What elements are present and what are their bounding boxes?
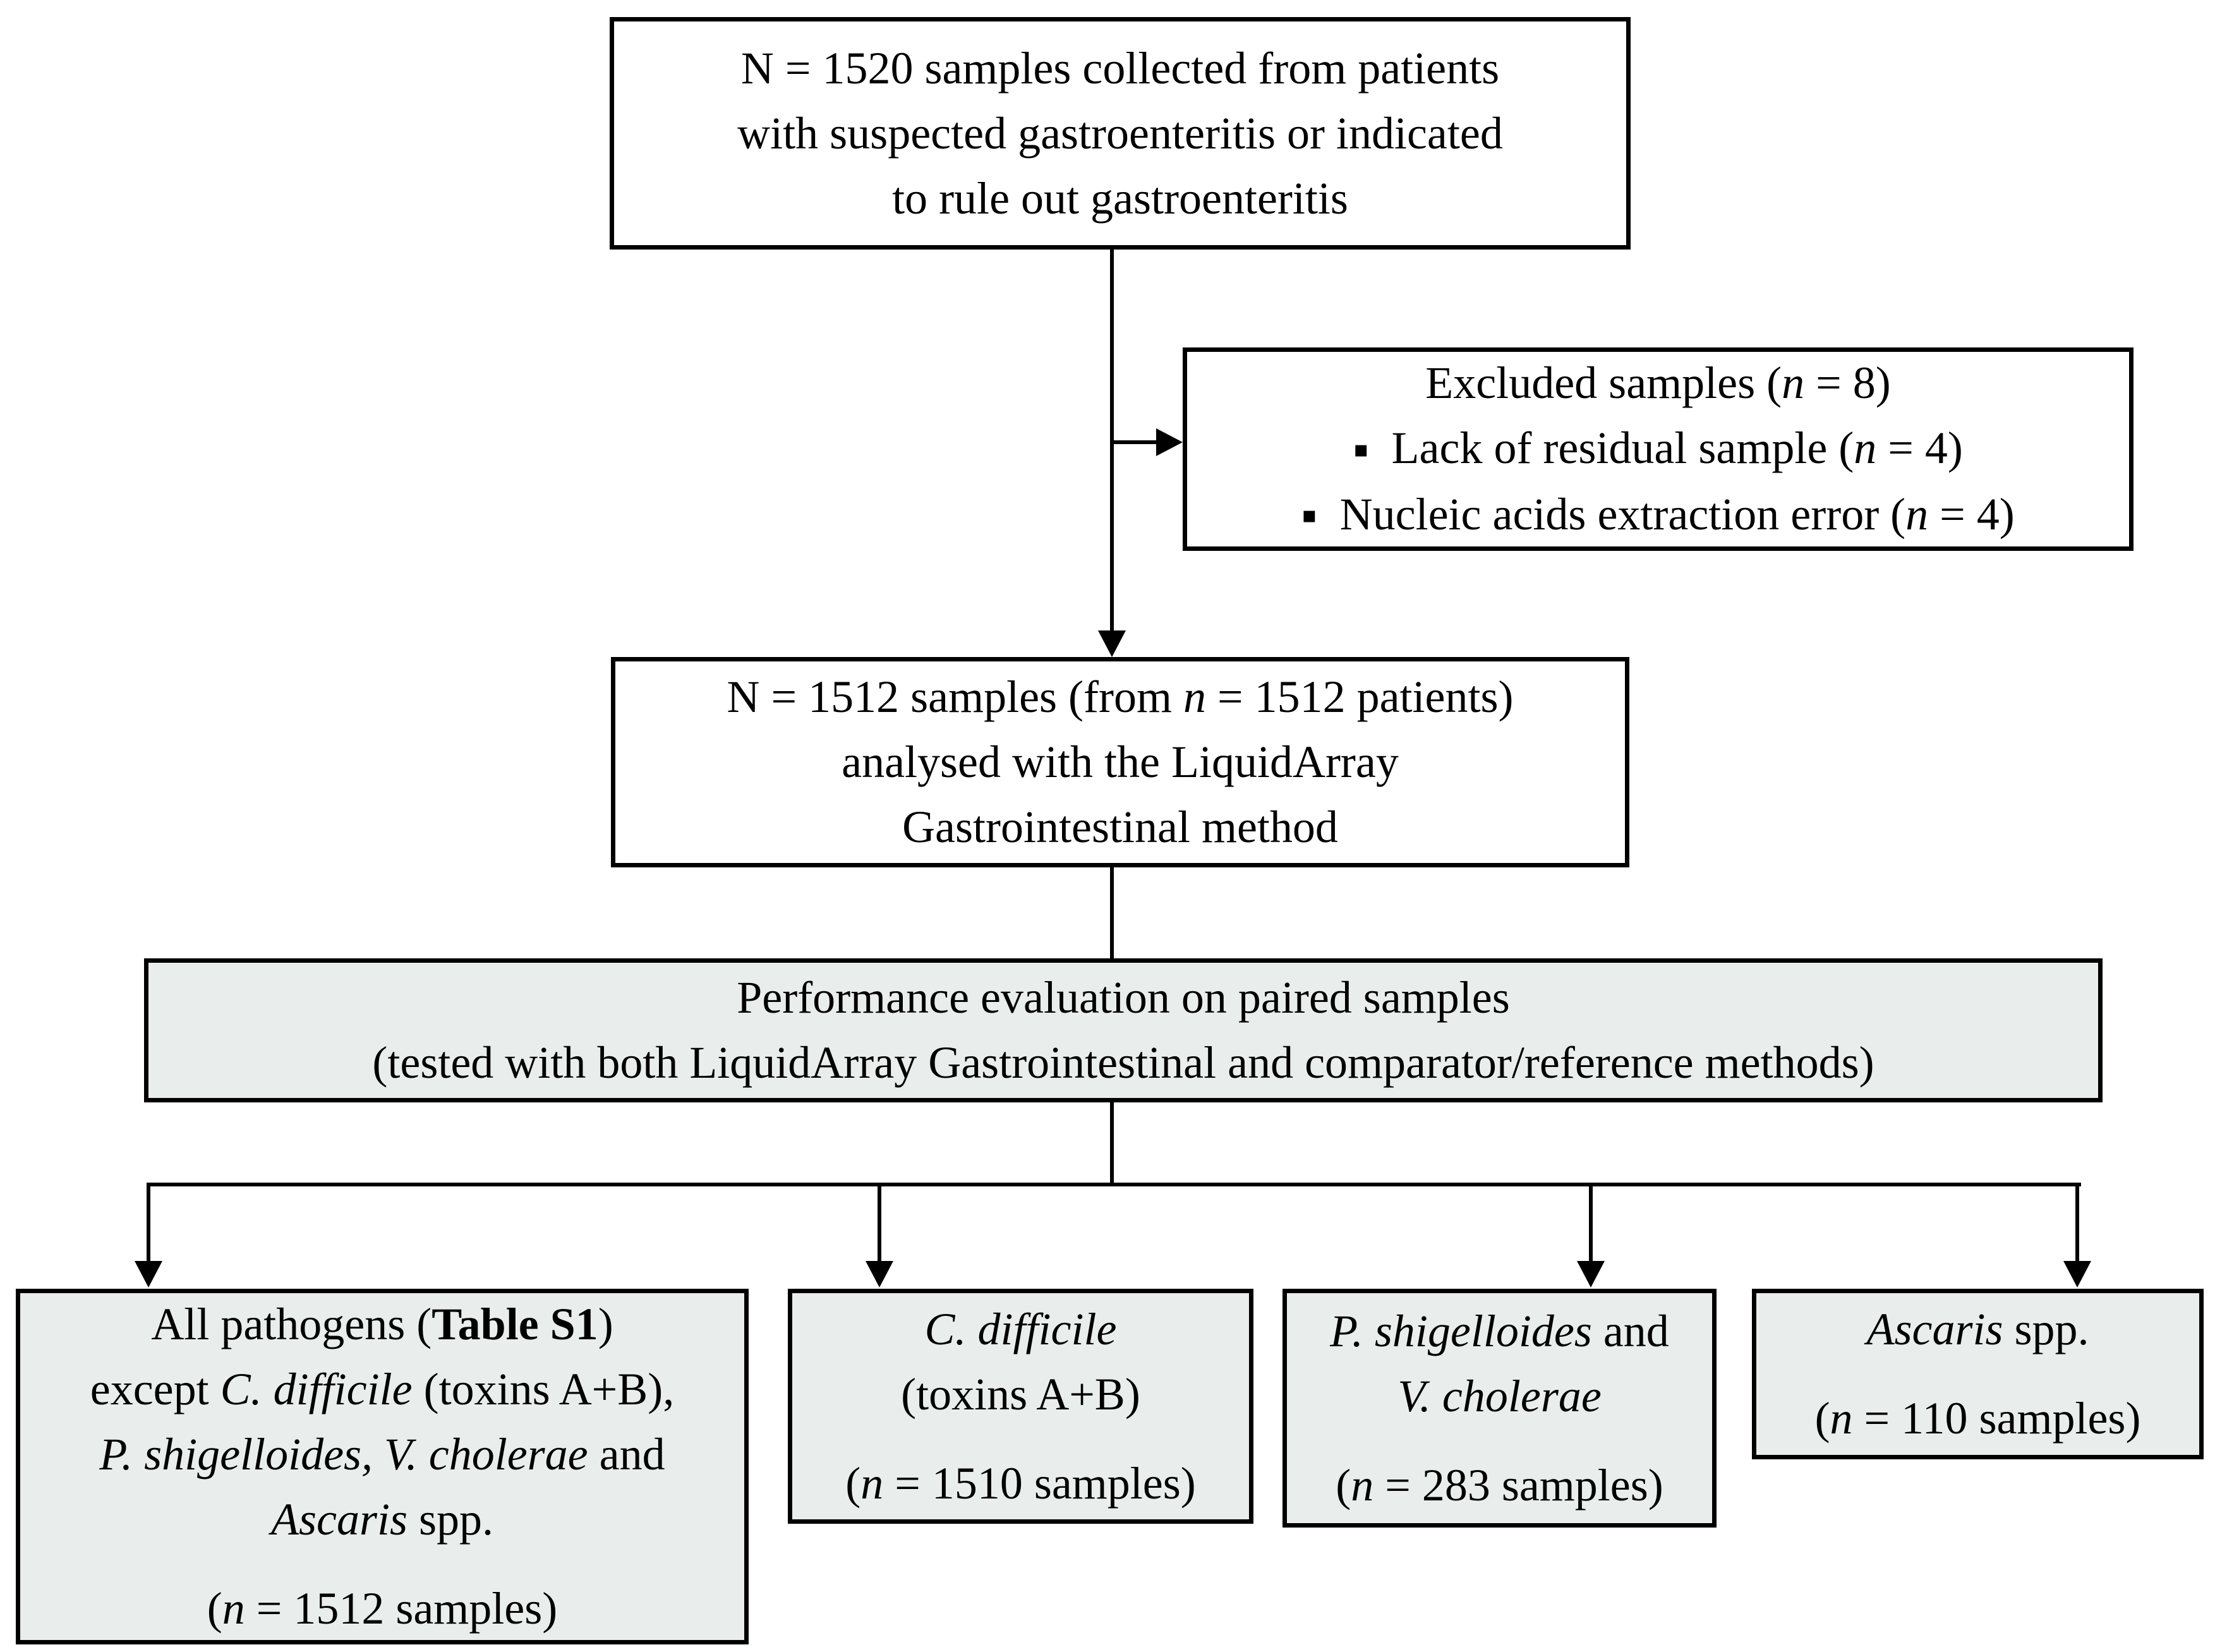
text-segment: P. shigelloides, V. cholerae bbox=[99, 1429, 588, 1480]
box-performance-evaluation: Performance evaluation on paired samples… bbox=[144, 958, 2103, 1102]
arrowhead-down-c-difficile bbox=[866, 1261, 893, 1287]
text-line: All pathogens (Table S1) bbox=[151, 1292, 613, 1357]
text-segment: N = 1520 samples collected from patients bbox=[740, 42, 1500, 93]
text-segment: (toxins A+B) bbox=[901, 1368, 1140, 1420]
text-segment: ( bbox=[1814, 1393, 1830, 1444]
text-segment: Performance evaluation on paired samples bbox=[737, 972, 1510, 1023]
text-segment: = 8) bbox=[1804, 357, 1891, 408]
square-bullet-icon: ▪ bbox=[1353, 436, 1369, 462]
text-segment: (toxins A+B), bbox=[412, 1364, 675, 1414]
arrowhead-down-all-pathogens bbox=[135, 1261, 162, 1287]
text-segment: spp. bbox=[407, 1494, 494, 1545]
text-line: (n = 110 samples) bbox=[1815, 1386, 2141, 1451]
text-line: except C. difficile (toxins A+B), bbox=[90, 1357, 674, 1422]
text-segment: n bbox=[1854, 422, 1877, 473]
connector-drop-p-shigelloides bbox=[1589, 1185, 1593, 1262]
text-line: N = 1512 samples (from n = 1512 patients… bbox=[727, 665, 1513, 730]
square-bullet-icon: ▪ bbox=[1301, 502, 1317, 529]
text-segment: with suspected gastroenteritis or indica… bbox=[737, 107, 1503, 159]
box-ascaris: Ascaris spp. (n = 110 samples) bbox=[1752, 1289, 2204, 1459]
box-c-difficile: C. difficile (toxins A+B) (n = 1510 sample… bbox=[788, 1289, 1253, 1524]
text-line: ▪ Nucleic acids extraction error (n = 4) bbox=[1301, 482, 2015, 548]
text-segment: (tested with both LiquidArray Gastrointe… bbox=[372, 1037, 1874, 1088]
text-segment: n bbox=[222, 1583, 245, 1634]
connector-drop-all-pathogens bbox=[147, 1185, 150, 1262]
text-line: P. shigelloides and bbox=[1330, 1299, 1669, 1364]
text-segment: n bbox=[1183, 672, 1206, 722]
text-segment: Gastrointestinal method bbox=[902, 802, 1338, 852]
text-segment: and bbox=[1591, 1305, 1669, 1356]
arrowhead-down-p-shigelloides bbox=[1577, 1261, 1605, 1287]
text-line: (tested with both LiquidArray Gastrointe… bbox=[372, 1030, 1874, 1095]
text-line: V. cholerae bbox=[1397, 1364, 1602, 1429]
box-p-shigelloides-v-cholerae: P. shigelloides and V. cholerae (n = 283 s… bbox=[1283, 1289, 1717, 1528]
text-segment: = 4) bbox=[1928, 488, 2015, 540]
connector-performance-to-distributor bbox=[1110, 1102, 1114, 1186]
text-segment: V. cholerae bbox=[1397, 1370, 1602, 1421]
text-line: (toxins A+B) bbox=[901, 1362, 1140, 1427]
text-segment: Excluded samples ( bbox=[1425, 357, 1782, 408]
text-segment: ) bbox=[598, 1299, 613, 1349]
text-segment: = 4) bbox=[1876, 422, 1963, 473]
text-line: (n = 1510 samples) bbox=[845, 1451, 1196, 1516]
text-segment: Ascaris bbox=[270, 1494, 407, 1545]
connector-analysed-to-performance bbox=[1110, 867, 1114, 960]
text-segment: ( bbox=[845, 1457, 861, 1509]
text-segment: = 1512 samples) bbox=[244, 1583, 558, 1634]
text-line: N = 1520 samples collected from patients bbox=[741, 36, 1499, 101]
text-segment: Ascaris bbox=[1866, 1304, 2003, 1354]
text-line: Performance evaluation on paired samples bbox=[737, 965, 1510, 1030]
text-segment: C. difficile bbox=[924, 1303, 1117, 1354]
text-segment: Table S1 bbox=[432, 1299, 598, 1349]
text-segment: = 1510 samples) bbox=[883, 1457, 1196, 1509]
text-segment: = 283 samples) bbox=[1373, 1459, 1663, 1510]
text-segment: except bbox=[90, 1364, 220, 1414]
text-segment: n bbox=[1905, 488, 1929, 540]
text-segment: n bbox=[1351, 1459, 1374, 1510]
text-line: P. shigelloides, V. cholerae and bbox=[99, 1422, 665, 1487]
text-segment: ( bbox=[1336, 1459, 1351, 1510]
box-collected-samples: N = 1520 samples collected from patients… bbox=[610, 17, 1631, 250]
connector-branch-to-excluded bbox=[1112, 440, 1157, 444]
arrowhead-down-analysed bbox=[1098, 630, 1126, 657]
text-segment: Lack of residual sample ( bbox=[1391, 422, 1854, 473]
connector-distributor-line bbox=[147, 1183, 2081, 1186]
text-segment: and bbox=[588, 1429, 665, 1480]
arrowhead-right-excluded bbox=[1156, 428, 1183, 456]
box-all-pathogens: All pathogens (Table S1)except C. diffic… bbox=[16, 1289, 749, 1644]
text-line: (n = 1512 samples) bbox=[207, 1576, 558, 1641]
text-line: analysed with the LiquidArray bbox=[842, 730, 1399, 795]
text-line: to rule out gastroenteritis bbox=[892, 166, 1348, 231]
arrowhead-down-ascaris bbox=[2063, 1261, 2091, 1287]
text-segment: n bbox=[860, 1457, 884, 1509]
text-segment: n bbox=[1782, 357, 1805, 408]
text-line: C. difficile bbox=[925, 1297, 1117, 1362]
text-segment: = 1512 patients) bbox=[1205, 672, 1514, 722]
text-segment: C. difficile bbox=[220, 1364, 413, 1414]
connector-drop-c-difficile bbox=[878, 1185, 881, 1262]
text-segment: spp. bbox=[2003, 1304, 2089, 1354]
text-segment: Nucleic acids extraction error ( bbox=[1339, 488, 1906, 540]
box-excluded-samples: Excluded samples (n = 8)▪Lack of residua… bbox=[1183, 347, 2134, 551]
box-analysed-samples: N = 1512 samples (from n = 1512 patients… bbox=[611, 657, 1629, 867]
text-segment: n bbox=[1830, 1393, 1853, 1444]
text-line: ▪ Lack of residual sample (n = 4) bbox=[1353, 416, 1963, 482]
text-segment: N = 1512 samples (from bbox=[727, 672, 1183, 722]
text-segment: P. shigelloides bbox=[1330, 1305, 1592, 1356]
text-segment: analysed with the LiquidArray bbox=[842, 737, 1399, 787]
text-segment: = 110 samples) bbox=[1852, 1393, 2141, 1444]
text-segment: All pathogens ( bbox=[151, 1299, 432, 1349]
text-line: with suspected gastroenteritis or indica… bbox=[737, 101, 1503, 166]
text-line: Gastrointestinal method bbox=[902, 795, 1338, 860]
text-line: Ascaris spp. bbox=[271, 1487, 493, 1552]
text-line: (n = 283 samples) bbox=[1336, 1453, 1663, 1518]
text-line: Excluded samples (n = 8) bbox=[1425, 351, 1890, 416]
text-segment: to rule out gastroenteritis bbox=[892, 172, 1348, 224]
text-segment: ( bbox=[207, 1583, 222, 1634]
connector-drop-ascaris bbox=[2075, 1185, 2079, 1262]
text-line: Ascaris spp. bbox=[1866, 1297, 2089, 1362]
